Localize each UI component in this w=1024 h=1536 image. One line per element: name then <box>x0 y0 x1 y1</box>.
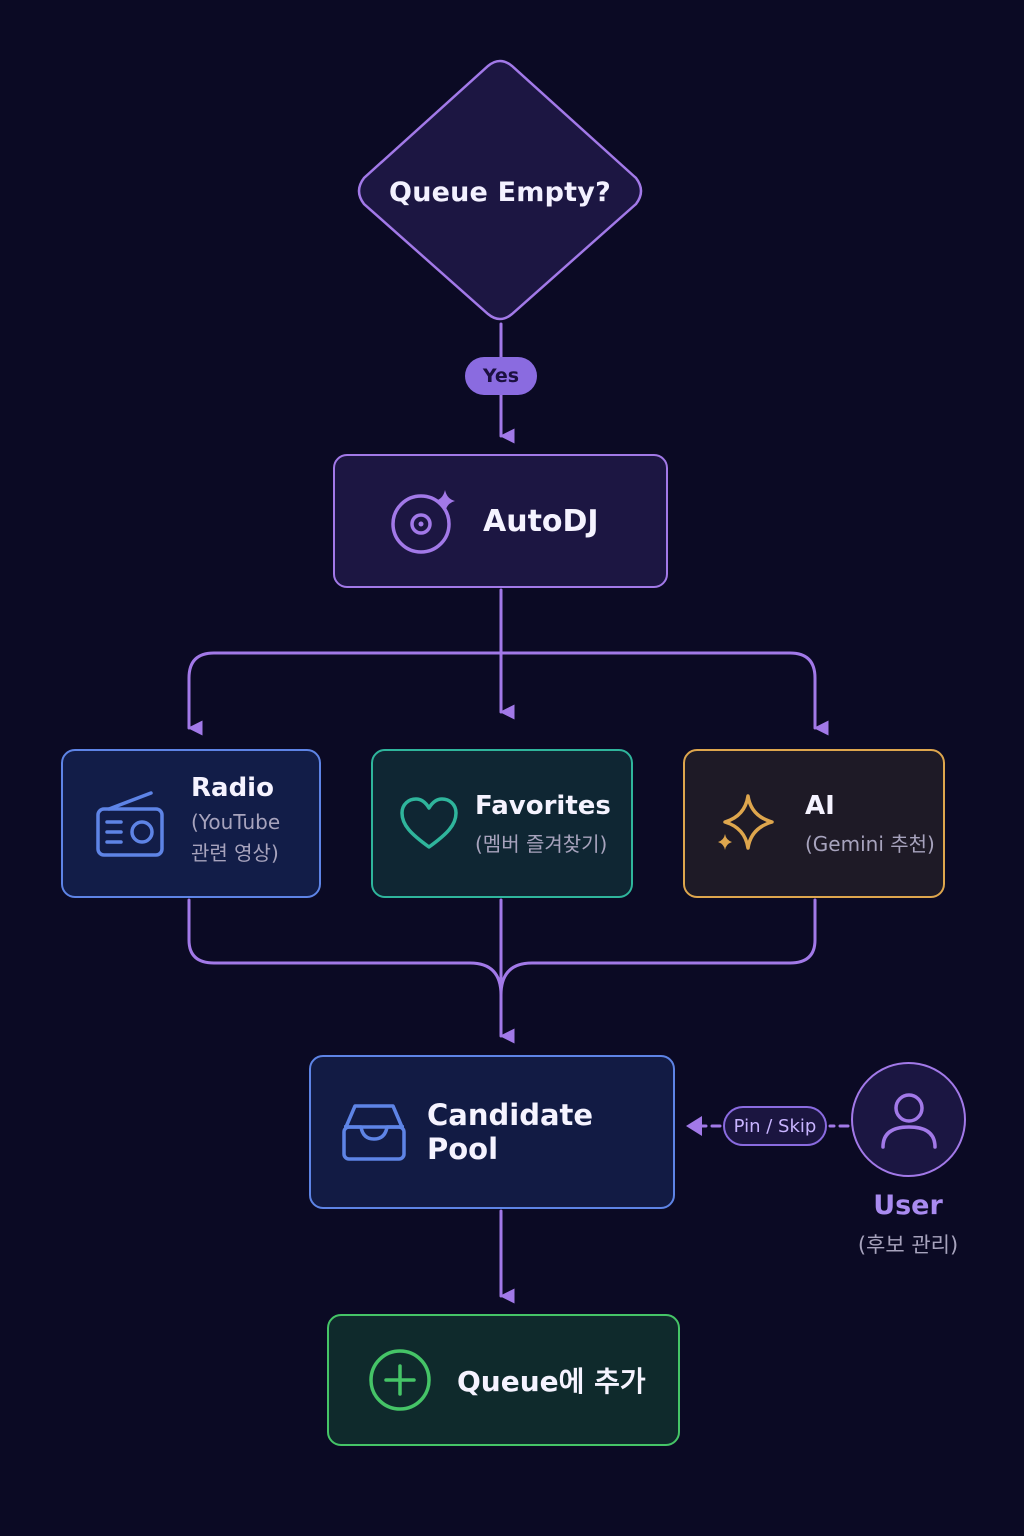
edge-radio-to-pool <box>187 898 503 997</box>
edge-ai-to-pool <box>499 898 817 997</box>
decision-diamond <box>357 59 643 321</box>
yes-edge-label: Yes <box>465 357 537 395</box>
queue-add-label: Queue에 추가 <box>457 1365 646 1398</box>
radio-subtitle-line2: 관련 영상) <box>191 840 279 865</box>
edge-autodj-to-radio <box>187 651 503 736</box>
heart-icon <box>400 796 458 849</box>
ai-subtitle: (Gemini 추천) <box>805 832 935 856</box>
favorites-subtitle: (멤버 즐겨찾기) <box>475 832 608 856</box>
ai-source-node[interactable]: AI (Gemini 추천) <box>683 749 945 898</box>
radio-subtitle-line1: (YouTube <box>191 809 281 834</box>
ai-title: AI <box>805 791 835 821</box>
user-subtitle: (후보 관리) <box>857 1233 959 1257</box>
autodj-label: AutoDJ <box>483 503 599 539</box>
user-avatar[interactable] <box>851 1062 966 1177</box>
inbox-icon <box>342 1104 406 1161</box>
user-icon <box>880 1092 937 1149</box>
candidate-pool-node[interactable]: Candidate Pool <box>309 1055 675 1209</box>
user-label: User <box>873 1190 943 1221</box>
plus-circle-icon <box>369 1349 431 1411</box>
pool-arrowhead <box>686 1116 702 1136</box>
sparkle-icon <box>718 793 774 850</box>
autodj-node[interactable]: AutoDJ <box>333 454 668 588</box>
radio-icon <box>96 790 164 857</box>
queue-add-node[interactable]: Queue에 추가 <box>327 1314 680 1446</box>
decision-label: Queue Empty? <box>389 176 611 208</box>
radio-source-node[interactable]: Radio (YouTube 관련 영상) <box>61 749 321 898</box>
pin-skip-action-label[interactable]: Pin / Skip <box>723 1106 827 1146</box>
favorites-source-node[interactable]: Favorites (멤버 즐겨찾기) <box>371 749 633 898</box>
disc-sparkle-icon <box>391 490 455 554</box>
radio-title: Radio <box>191 772 274 803</box>
favorites-title: Favorites <box>475 791 611 821</box>
edge-autodj-to-ai <box>499 651 829 736</box>
candidate-pool-label: Candidate Pool <box>427 1098 594 1166</box>
